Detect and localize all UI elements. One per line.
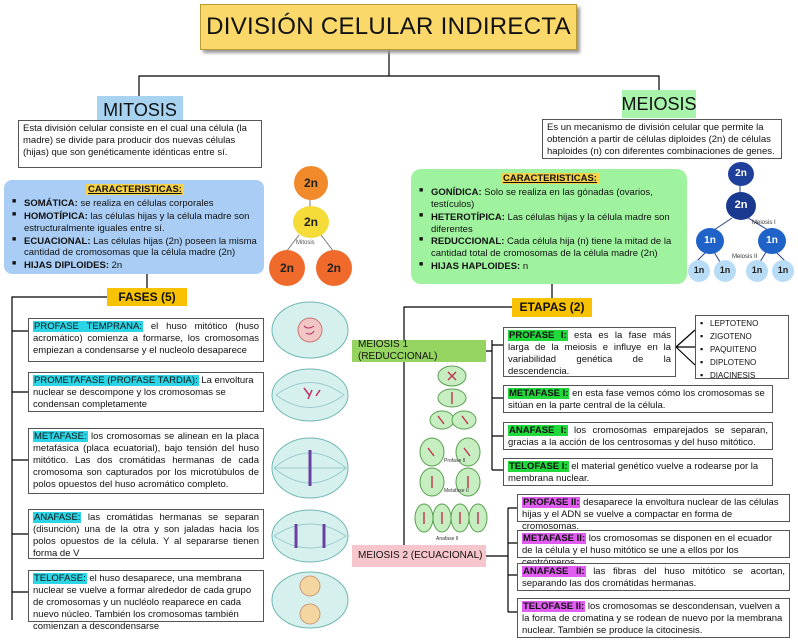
prometaphase-cell-image [271,368,349,422]
mitosis-definition: Esta división celular consiste en el cua… [18,120,262,168]
mitosis-heading: MITOSIS [97,96,183,124]
meiosis-mother-cell: 2n [728,162,754,186]
mitosis-daughter-cell-right: 2n [316,250,352,286]
metaphase-cell-image [271,437,349,499]
meiosis-characteristics: CARACTERISTICAS: GONÍDICA: Solo se reali… [411,169,687,284]
meiosis-arrows [695,186,787,263]
subphase-item: DIPLOTENO [700,357,782,368]
meiosis2-phase-telophase: TELOFASE II: los cromosomas se desconden… [517,598,790,638]
mitosis-characteristics: CARACTERISTICAS: SOMÁTICA: se realiza en… [4,180,264,274]
meiosis-char-item: REDUCCIONAL: Cada célula hija (n) tiene … [419,236,681,260]
meiosis2-phase-anaphase: ANAFASE II: las fibras del huso mitótico… [517,563,790,591]
mitosis-phase-anaphase: ANAFASE: las cromátidas hermanas se sepa… [28,509,264,559]
mitosis-phase-images [271,301,349,629]
meiosis-label-1: Meiosis I [752,220,776,226]
meiosis-2-label: MEIOSIS 2 (ECUACIONAL) [352,545,486,567]
meiosis-cell-1n: 1n [746,260,768,282]
meiosis-figure-label: Anafase II [436,536,459,542]
prophase-cell-image [271,301,349,359]
mitosis-cell-diagram: 2n 2n Mitosis 2n 2n [266,160,358,288]
mitosis-phase-prometaphase: PROMETAFASE (PROFASE TARDIA): La envoltu… [28,372,264,412]
prophase1-subphases: LEPTOTENO ZIGOTENO PAQUITENO DIPLOTENO D… [695,315,789,381]
meiosis1-phase-telophase: TELOFASE I: el material genético vuelve … [503,458,773,486]
mitosis-char-item: ECUACIONAL: Las células hijas (2n) posee… [12,236,258,260]
meiosis-stage-images: Profase II Metafase II Anafase II [414,365,488,542]
mitosis-diagram-label: Mitosis [296,240,315,246]
meiosis-char-item: GONÍDICA: Solo se realiza en las gónadas… [419,187,681,211]
mitosis-characteristics-title: CARACTERISTICAS: [86,184,184,195]
meiosis1-phase-anaphase: ANAFASE I: los cromosomas emparejados se… [503,422,773,450]
meiosis-heading: MEIOSIS [622,90,697,118]
meiosis2-phase-metaphase: METAFASE II: los cromosomas se disponen … [517,530,790,568]
anaphase-cell-image [271,509,349,563]
meiosis-dividing-cell: 2n [726,192,756,220]
meiosis-1-label: MEIOSIS 1 (REDUCCIONAL) [352,339,486,362]
meiosis-figure-label: Metafase II [444,488,469,494]
subphase-item: ZIGOTENO [700,331,782,342]
mitosis-char-item: HIJAS DIPLOIDES: 2n [12,260,258,272]
meiosis-characteristics-title: CARACTERISTICAS: [501,173,599,184]
meiosis1-phase-metaphase: METAFASE I: en esta fase vemos cómo los … [503,385,773,413]
telophase-cell-image [271,571,349,629]
meiosis-definition: Es un mecanismo de división celular que … [542,119,782,159]
mitosis-phase-prophase: PROFASE TEMPRANA: el huso mitótico (huso… [28,318,264,362]
mitosis-phase-metaphase: METAFASE: los cromosomas se alinean en l… [28,428,264,494]
meiosis-figure-label: Profase II [444,458,465,464]
page-title: DIVISIÓN CELULAR INDIRECTA [200,4,577,50]
meiosis1-phase-prophase: PROFASE I: esta es la fase más larga de … [503,327,676,377]
meiosis-stages-title: ETAPAS (2) [512,298,592,317]
meiosis-cell-1n: 1n [696,228,724,254]
mitosis-mother-cell: 2n [294,166,328,200]
mitosis-phase-telophase: TELOFASE: el huso desaparece, una membra… [28,570,264,632]
mitosis-dividing-cell: 2n [293,206,329,238]
meiosis-cell-1n: 1n [772,260,794,282]
meiosis-char-item: HETEROTÍPICA: Las células hijas y la cél… [419,212,681,236]
subphase-item: DIACINESIS [700,370,782,381]
meiosis-cell-1n: 1n [758,228,786,254]
mitosis-daughter-cell-left: 2n [269,250,305,286]
meiosis-cell-1n: 1n [714,260,736,282]
subphase-item: LEPTOTENO [700,318,782,329]
mitosis-char-item: HOMOTÍPICA: las células hijas y la célul… [12,211,258,235]
mitosis-phases-title: FASES (5) [107,288,187,306]
meiosis-cell-1n: 1n [688,260,710,282]
meiosis2-phase-prophase: PROFASE II: desaparece la envoltura nucl… [517,494,790,532]
mitosis-char-item: SOMÁTICA: se realiza en células corporal… [12,198,258,210]
meiosis-char-item: HIJAS HAPLOIDES: n [419,261,681,273]
subphase-item: PAQUITENO [700,344,782,355]
meiosis-label-2: Meiosis II [732,254,758,260]
meiosis-cell-diagram: 2n 2n Meiosis I 1n 1n Meiosis II 1n 1n 1… [688,162,796,286]
